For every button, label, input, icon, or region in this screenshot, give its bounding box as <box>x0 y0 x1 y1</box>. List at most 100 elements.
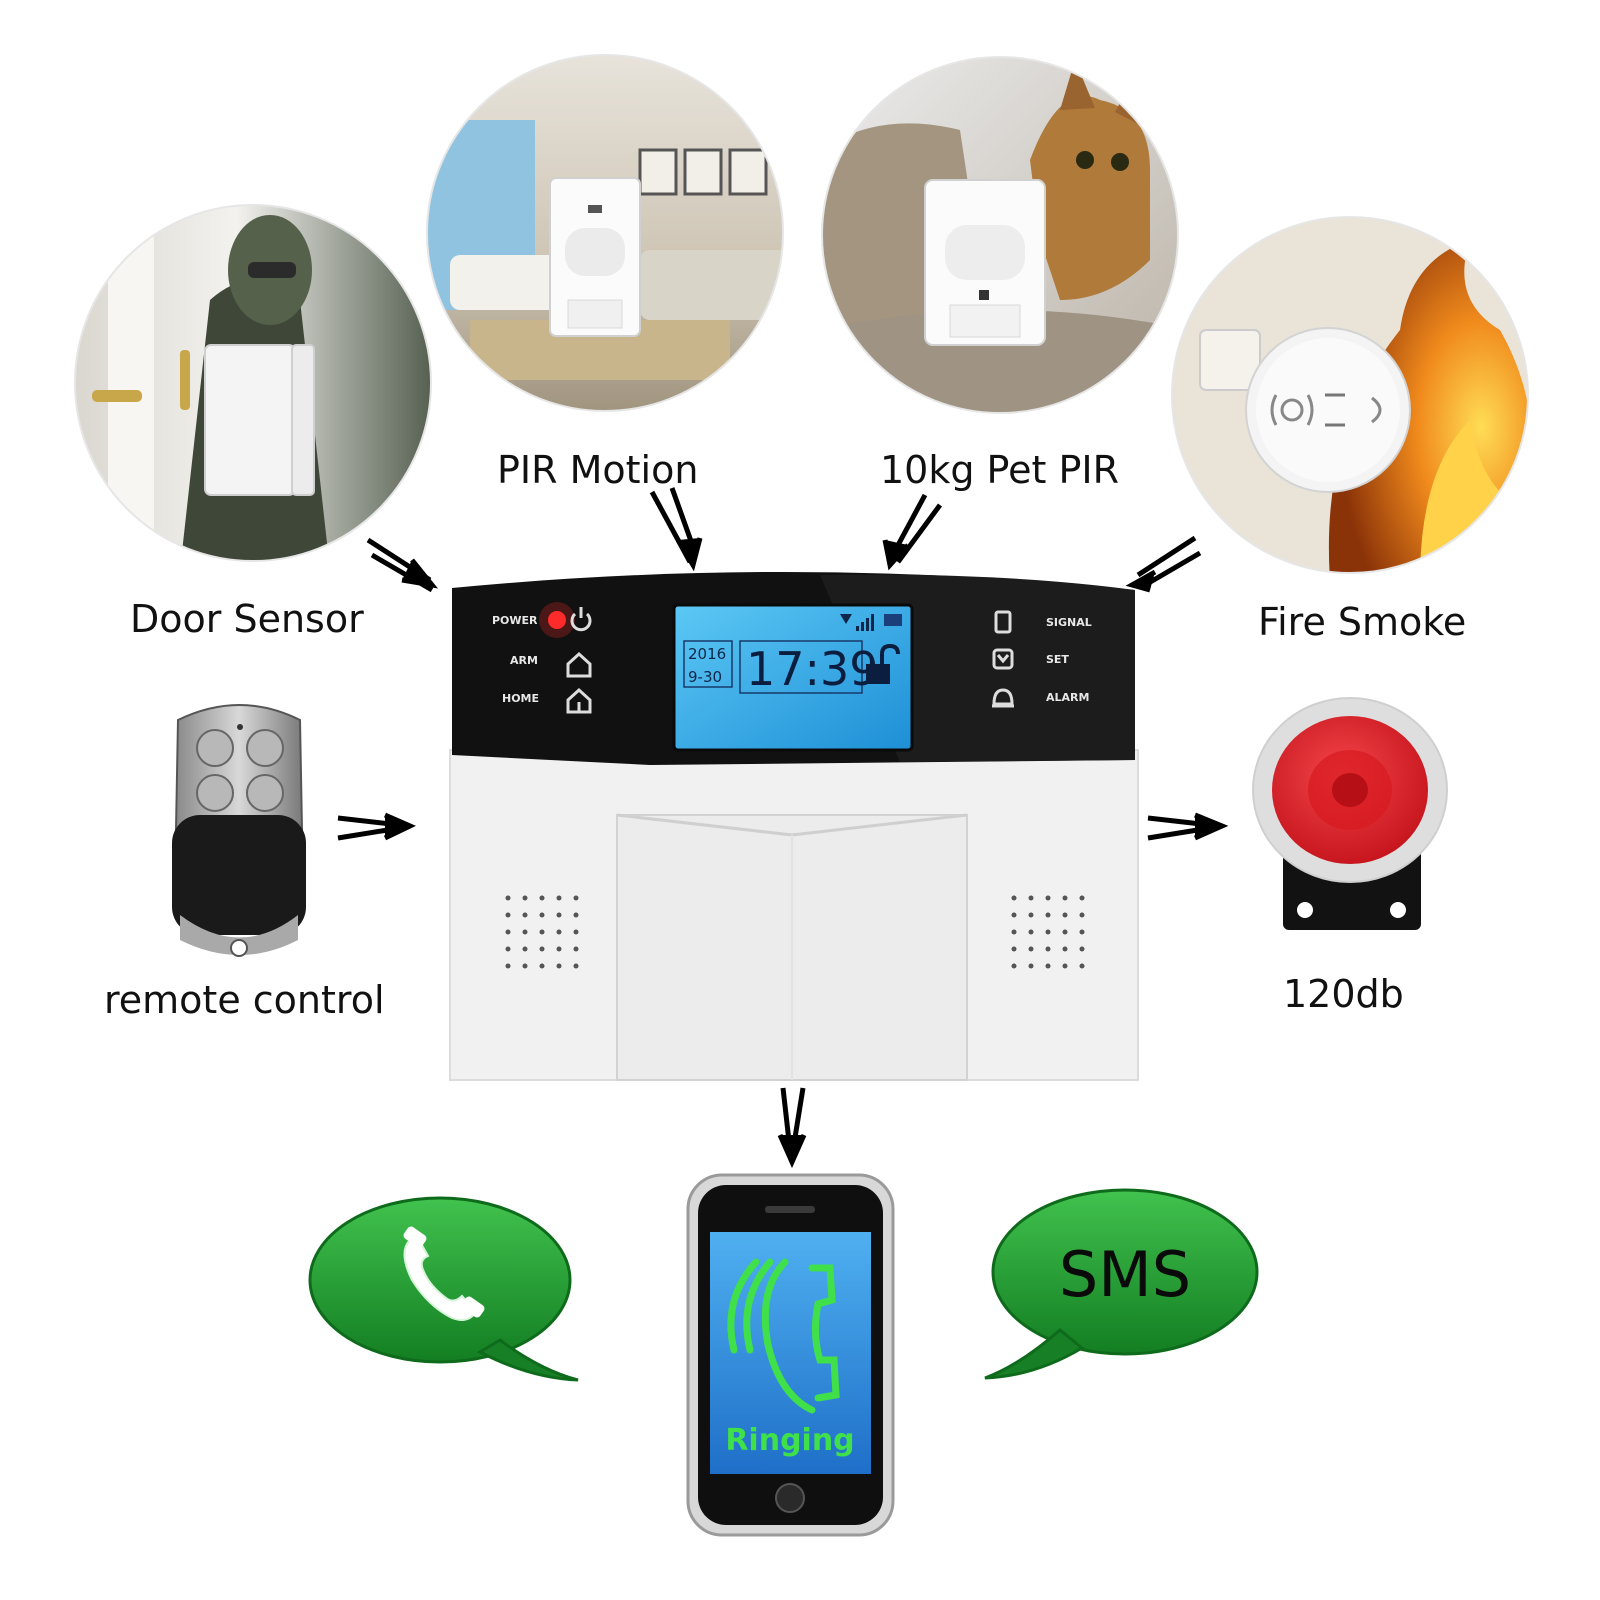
alarm-bell-icon <box>992 688 1014 708</box>
grille-hole <box>1079 963 1085 969</box>
grille-hole <box>556 912 562 918</box>
arrow-pet-to-panel <box>882 493 943 571</box>
grille-hole <box>573 946 579 952</box>
lcd-unlocked-icon <box>866 643 900 684</box>
grille-hole <box>522 895 528 901</box>
grille-hole <box>573 963 579 969</box>
grille-hole <box>505 946 511 952</box>
grille-hole <box>1045 929 1051 935</box>
grille-hole <box>1011 946 1017 952</box>
ringing-text: Ringing <box>725 1423 854 1458</box>
call-speech-bubble <box>308 1196 579 1382</box>
grille-hole <box>1028 912 1034 918</box>
grille-hole <box>1062 929 1068 935</box>
lcd-battery-icon <box>884 614 902 626</box>
power-icon <box>570 607 592 632</box>
lcd-date: 9-30 <box>688 668 722 686</box>
grille-hole <box>1028 946 1034 952</box>
grille-hole <box>1028 929 1034 935</box>
grille-hole <box>505 963 511 969</box>
arm-label: ARM <box>510 654 538 667</box>
grille-hole <box>505 895 511 901</box>
arrow-pir-to-panel <box>649 487 703 572</box>
speaker-grille-left <box>505 895 579 969</box>
set-gear-icon <box>992 648 1014 670</box>
alarm-label: ALARM <box>1046 691 1089 704</box>
grille-hole <box>573 929 579 935</box>
lcd-date-box <box>683 640 733 688</box>
power-led <box>548 611 566 629</box>
door-sensor-photo <box>74 204 432 562</box>
grille-hole <box>1011 912 1017 918</box>
home-label: HOME <box>502 692 539 705</box>
grille-hole <box>505 929 511 935</box>
power-led-glow <box>539 602 575 638</box>
lcd-time-box <box>739 640 863 694</box>
grille-hole <box>1079 929 1085 935</box>
pet-pir-photo <box>821 56 1179 414</box>
lcd-time: 17:39 <box>746 642 879 696</box>
grille-hole <box>1045 895 1051 901</box>
grille-hole <box>1062 946 1068 952</box>
home-house-icon <box>566 687 592 714</box>
siren-volume-label: 120db <box>1283 972 1404 1016</box>
pir-motion-label: PIR Motion <box>497 448 699 492</box>
grille-hole <box>1062 912 1068 918</box>
grille-hole <box>539 946 545 952</box>
grille-hole <box>1045 912 1051 918</box>
signal-label: SIGNAL <box>1046 616 1092 629</box>
grille-hole <box>1011 929 1017 935</box>
grille-hole <box>539 929 545 935</box>
grille-hole <box>539 895 545 901</box>
arrow-door-to-panel <box>366 537 439 593</box>
set-label: SET <box>1046 653 1069 666</box>
grille-hole <box>556 963 562 969</box>
fire-smoke-photo <box>1171 216 1529 574</box>
signal-sim-icon <box>994 610 1012 634</box>
ringing-phone-icon <box>727 1258 840 1414</box>
grille-hole <box>573 895 579 901</box>
remote-control-label: remote control <box>104 978 385 1022</box>
grille-hole <box>1045 963 1051 969</box>
lcd-year: 2016 <box>688 645 726 663</box>
smartphone-image <box>686 1173 895 1537</box>
pet-pir-label: 10kg Pet PIR <box>880 448 1120 492</box>
power-label: POWER <box>492 614 538 627</box>
alarm-control-panel <box>449 571 1139 1081</box>
grille-hole <box>522 946 528 952</box>
grille-hole <box>573 912 579 918</box>
grille-hole <box>1062 963 1068 969</box>
grille-hole <box>1045 946 1051 952</box>
grille-hole <box>522 963 528 969</box>
speaker-grille-right <box>1011 895 1085 969</box>
arrow-panel-to-phone <box>777 1087 807 1169</box>
grille-hole <box>1062 895 1068 901</box>
lcd-signal-icon <box>840 614 874 631</box>
grille-hole <box>1079 912 1085 918</box>
grille-hole <box>1079 895 1085 901</box>
sms-text: SMS <box>1059 1238 1191 1311</box>
grille-hole <box>539 963 545 969</box>
sms-speech-bubble <box>984 1188 1259 1380</box>
grille-hole <box>556 929 562 935</box>
grille-hole <box>539 912 545 918</box>
grille-hole <box>1028 963 1034 969</box>
grille-hole <box>1079 946 1085 952</box>
fire-smoke-label: Fire Smoke <box>1258 600 1467 644</box>
arrow-remote-to-panel <box>337 812 416 841</box>
arrow-smoke-to-panel <box>1125 535 1202 593</box>
remote-control-image <box>172 704 306 957</box>
arm-house-icon <box>566 651 592 678</box>
pir-motion-photo <box>426 54 784 412</box>
grille-hole <box>1028 895 1034 901</box>
door-sensor-label: Door Sensor <box>130 597 364 641</box>
grille-hole <box>522 929 528 935</box>
grille-hole <box>556 895 562 901</box>
grille-hole <box>556 946 562 952</box>
grille-hole <box>522 912 528 918</box>
arrow-panel-to-siren <box>1147 812 1229 841</box>
siren-image <box>1252 697 1448 930</box>
grille-hole <box>1011 963 1017 969</box>
